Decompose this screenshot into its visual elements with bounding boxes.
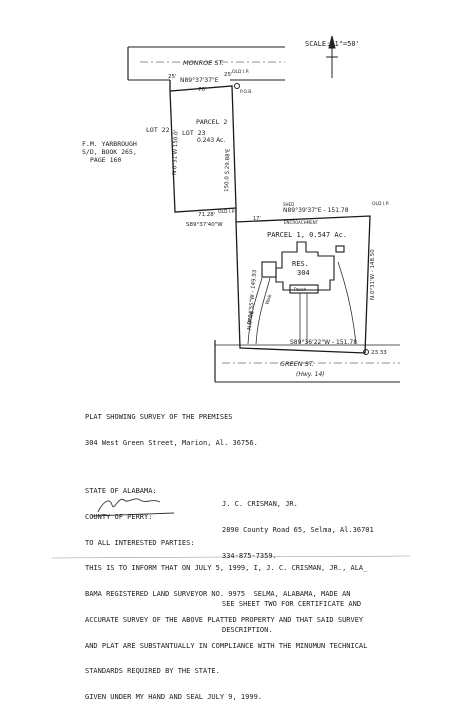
cert-line-1: THIS IS TO INFORM THAT ON JULY 5, 1999, …: [85, 564, 368, 573]
parcel-2-west-distance: N.0°31'W 150.0': [172, 130, 180, 175]
driveway: [247, 261, 357, 345]
surveyor-phone: 334-875-7359.: [222, 551, 277, 560]
parcel-1-east-bearing: N.0°31'W - 148.50: [370, 249, 376, 300]
encroachment-label: ENCROACHMENT: [284, 220, 319, 225]
lot-23-label: LOT 23: [182, 129, 206, 137]
page-bottom-rule: [51, 555, 411, 559]
residence-outline: [261, 241, 345, 294]
shed-label: SHED: [283, 202, 294, 207]
plat-title: PLAT SHOWING SURVEY OF THE PREMISES: [85, 413, 233, 422]
distance-25-left: 25': [168, 74, 177, 80]
to-all-line: TO ALL INTERESTED PARTIES:: [85, 538, 195, 547]
plat-address: 304 West Green Street, Marion, Al. 36756…: [85, 438, 258, 447]
monroe-street: [127, 46, 285, 81]
drive-label: DRIVE: [246, 310, 255, 325]
parcel-2-bottom-distance: 71.28': [198, 212, 215, 218]
cert-line-5: STANDARDS REQUIRED BY THE STATE.: [85, 667, 220, 676]
surveyor-address: 2890 County Road 65, Selma, Al.36701: [222, 525, 374, 534]
se-pin-icon: [363, 349, 369, 355]
green-street-label: GREEN ST.: [280, 360, 314, 368]
distance-25-right: 25': [224, 72, 233, 78]
walk-label: Walk: [264, 293, 273, 306]
parcel-1-west-bearing: N.0°34'55"W - 149.93: [247, 269, 258, 330]
county-line: COUNTY OF PERRY:: [85, 512, 153, 521]
parcel-2-top-bearing: N89°37'37"E: [180, 77, 219, 84]
parcel-2-boundary: [169, 80, 237, 213]
state-line: STATE OF ALABAMA:: [85, 486, 157, 495]
cert-line-4: AND PLAT ARE SUBSTANTUALLY IN COMPLIANCE…: [85, 641, 368, 650]
old-ip-right-label: OLD I.P.: [372, 201, 389, 207]
given-line: GIVEN UNDER MY HAND AND SEAL JULY 9, 199…: [85, 693, 263, 702]
parcel-2-east-distance: 150.0 S.29.88'E: [224, 148, 232, 192]
old-ip-left-label: OLD I.P.: [218, 209, 235, 215]
green-street-hwy: (Hwy. 14): [296, 371, 325, 378]
pob-pin-icon: [234, 83, 240, 89]
parcel-2-name: PARCEL 2: [196, 118, 227, 126]
lot-22-label: LOT 22: [146, 126, 170, 134]
monroe-street-label: MONROE ST.: [183, 59, 224, 67]
surveyor-name: J. C. CRISMAN, JR.: [222, 500, 298, 509]
parcel-1-boundary: [235, 208, 371, 354]
yarbrough-label-2: S/D, BOOK 265,: [82, 148, 137, 156]
north-arrow-icon: [326, 35, 338, 78]
signature-icon: [91, 498, 175, 517]
se-pin-label: 23.33: [371, 350, 387, 356]
porch-label: Porch: [294, 287, 307, 293]
residence-label: RES.: [292, 260, 309, 268]
see-sheet-line: SEE SHEET TWO FOR CERTIFICATE AND: [222, 599, 362, 608]
h17-label: 17': [253, 216, 261, 222]
residence-number: 304: [297, 269, 310, 277]
surveyor-block: J. C. CRISMAN, JR. 2890 County Road 65, …: [222, 483, 374, 643]
cert-line-2: BAMA REGISTERED LAND SURVEYOR NO. 9975 S…: [85, 590, 351, 599]
parcel-1-north-bearing: N89°39'37"E - 151.78: [283, 207, 349, 214]
yarbrough-label-1: F.M. YARBROUGH: [82, 140, 137, 148]
pob-label: P.O.B.: [240, 89, 253, 95]
yarbrough-label-3: PAGE 160: [90, 156, 121, 164]
green-street: [214, 340, 400, 383]
old-ip-top-label: OLD I.P.: [232, 69, 249, 75]
parcel-1-south-bearing: S89°36'22"W - 151.78: [290, 339, 357, 346]
parcel-2-area: 0.243 Ac.: [197, 137, 225, 144]
survey-plat: SCALE: 1"=50' MONROE ST. N89°37'37"E 70'…: [51, 35, 411, 559]
parcel-2-bottom-bearing: S89°37'40"W: [186, 222, 223, 228]
parcel-2-top-distance: 70': [198, 87, 207, 93]
see-sheet-line-2: DESCRIPTION.: [222, 625, 273, 634]
parcel-1-name: PARCEL 1, 0.547 Ac.: [267, 231, 347, 239]
